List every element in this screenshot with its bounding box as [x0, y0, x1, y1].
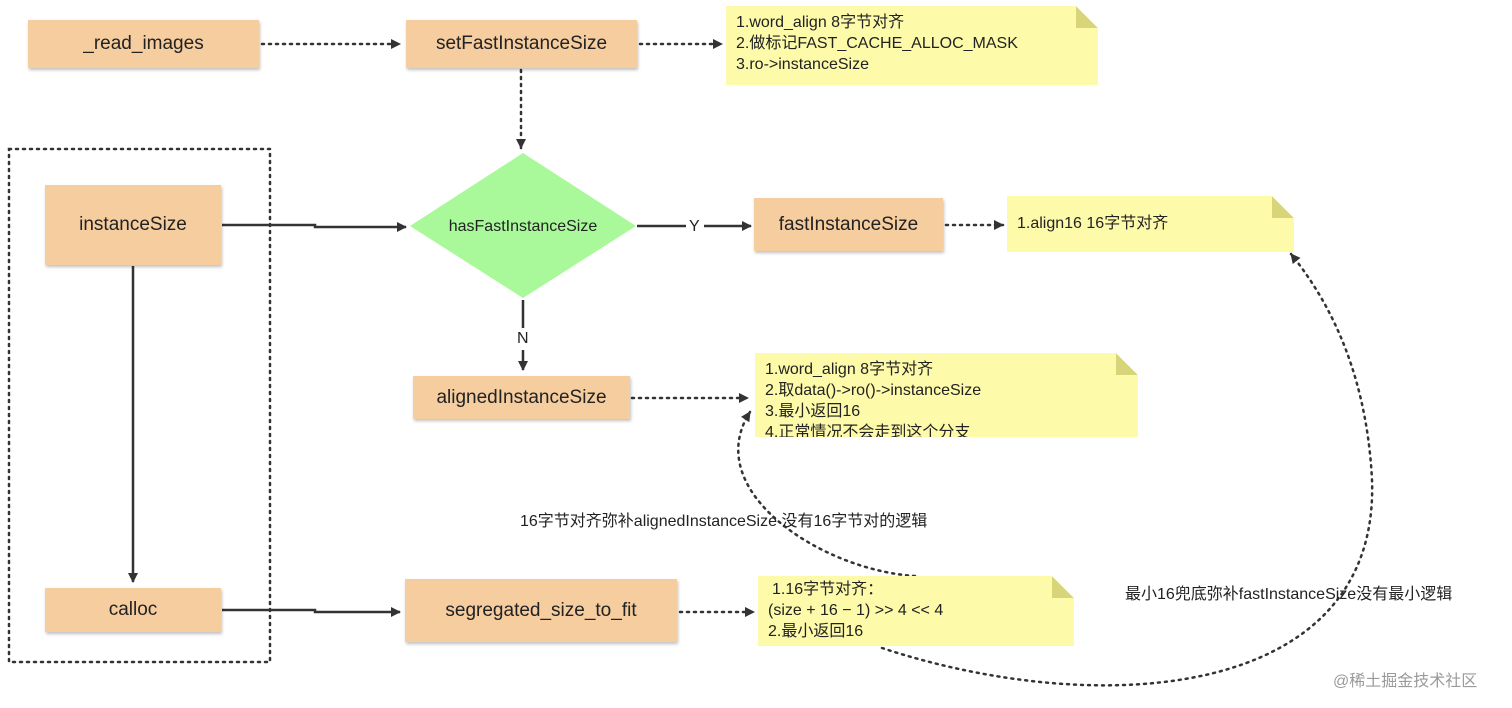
decision-label: hasFastInstanceSize: [448, 218, 598, 235]
note-line: 2.最小返回16: [768, 623, 864, 640]
edge-calloc-to-segregated: [222, 607, 401, 617]
note-line: 2.取data()->ro()->instanceSize: [765, 382, 982, 399]
node-calloc[interactable]: calloc: [45, 588, 221, 632]
node-segregated-size-to-fit[interactable]: segregated_size_to_fit: [405, 579, 677, 642]
edge-label-no: N: [517, 330, 529, 347]
decision-diamond[interactable]: [410, 153, 636, 298]
curve-to-aligned-note: [737, 410, 917, 578]
edge-label-yes: Y: [689, 218, 700, 235]
note-set-fast-instance-size: 1.word_align 8字节对齐 2.做标记FAST_CACHE_ALLOC…: [726, 6, 1098, 85]
note-line: 1.word_align 8字节对齐: [736, 14, 905, 31]
annotation-aligned-fix: 16字节对齐弥补alignedInstanceSize 没有16字节对的逻辑: [520, 513, 928, 530]
node-read-images[interactable]: _read_images: [28, 20, 259, 68]
note-line: 1.align16 16字节对齐: [1017, 215, 1169, 232]
node-fast-instance-size[interactable]: fastInstanceSize: [754, 198, 943, 251]
node-aligned-instance-size[interactable]: alignedInstanceSize: [413, 376, 630, 419]
node-instance-size[interactable]: instanceSize: [45, 185, 221, 265]
note-aligned-instance-size: 1.word_align 8字节对齐 2.取data()->ro()->inst…: [755, 353, 1138, 437]
note-segregated-size-to-fit: 1.16字节对齐： (size + 16 − 1) >> 4 << 4 2.最小…: [758, 576, 1074, 646]
note-line: (size + 16 − 1) >> 4 << 4: [768, 602, 944, 619]
note-line: 3.ro->instanceSize: [736, 56, 869, 73]
note-line: 1.16字节对齐：: [772, 581, 884, 598]
note-fast-instance-size: 1.align16 16字节对齐: [1007, 196, 1294, 252]
note-line: 1.word_align 8字节对齐: [765, 361, 934, 378]
group-box: [7, 147, 272, 664]
note-line: 4.正常情况不会走到这个分支: [765, 424, 971, 441]
note-line: 2.做标记FAST_CACHE_ALLOC_MASK: [736, 35, 1018, 52]
note-line: 3.最小返回16: [765, 403, 861, 420]
watermark: @稀土掘金技术社区: [1333, 673, 1478, 690]
edge-instance-to-decision: [222, 222, 407, 232]
annotation-fast-fix: 最小16兜底弥补fastInstanceSize没有最小逻辑: [1125, 586, 1453, 603]
node-set-fast-instance-size[interactable]: setFastInstanceSize: [406, 20, 637, 68]
